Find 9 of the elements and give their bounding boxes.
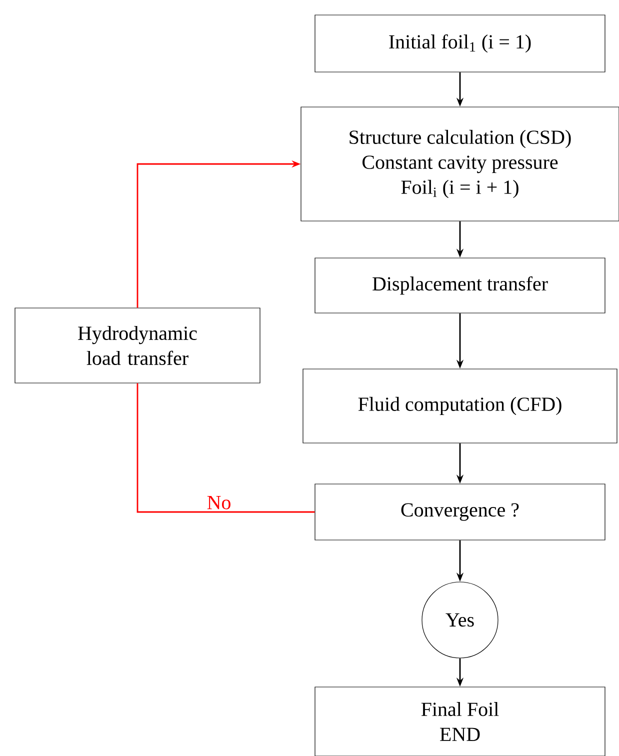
process-box: Fluid computation (CFD) bbox=[302, 368, 618, 444]
process-box: Structure calculation (CSD) Constant cavity pressure Foil$_{i}$ (i = i + 1) bbox=[300, 106, 619, 222]
process-box: Displacement transfer bbox=[314, 258, 606, 314]
edge-label: No bbox=[207, 496, 230, 510]
process-box: Final Foil END bbox=[314, 686, 606, 756]
process-box: Initial foil$_{1}$ (i = 1) bbox=[314, 14, 606, 72]
process-box: Hydrodynamic load transfer bbox=[14, 308, 260, 384]
connector-line bbox=[136, 383, 315, 513]
process-box: Convergence ? bbox=[314, 484, 606, 540]
